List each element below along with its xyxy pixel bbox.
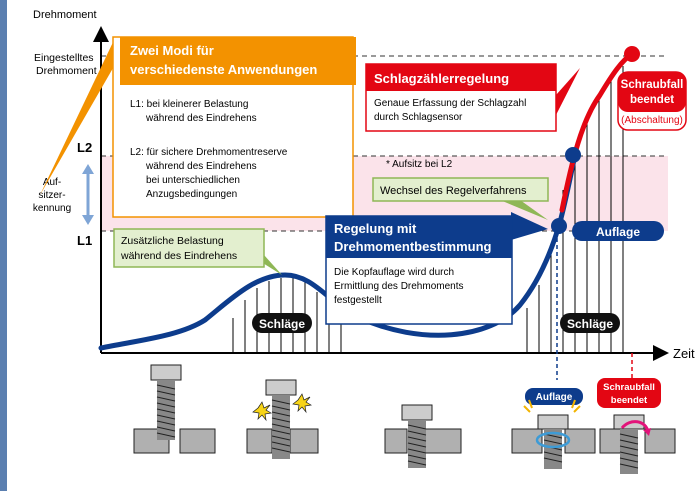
screw-illustration-3 [384, 404, 462, 468]
change-point [551, 218, 567, 234]
l1-label: L1 [77, 233, 92, 248]
svg-text:Zwei Modi für: Zwei Modi für [130, 43, 214, 58]
impacts-badge-2: Schläge [560, 313, 620, 333]
impacts-badge-1: Schläge [252, 313, 312, 333]
screw-illustration-5 [599, 414, 676, 474]
set-torque-label-2: Drehmoment [36, 65, 97, 77]
svg-text:Auflage: Auflage [536, 392, 573, 403]
svg-text:Auflage: Auflage [596, 225, 640, 239]
impact-spark-icon [252, 401, 272, 422]
svg-text:Die Kopfauflage wird durch: Die Kopfauflage wird durch [334, 267, 454, 278]
svg-text:während des Eindrehens: während des Eindrehens [145, 161, 257, 172]
extra-load-box: Zusätzliche Belastung während des Eindre… [113, 228, 282, 275]
final-point [624, 46, 640, 62]
modes-pointer [40, 38, 128, 195]
y-axis-title: Drehmoment [33, 9, 97, 21]
bottom-seating-badge: Auflage [525, 388, 583, 405]
side-accent-bar [0, 0, 7, 491]
x-axis-title: Zeit [673, 346, 695, 361]
svg-text:(Abschaltung): (Abschaltung) [621, 115, 683, 126]
bottom-finished-badge: Schraubfall beendet [597, 378, 661, 408]
svg-text:Wechsel des Regelverfahrens: Wechsel des Regelverfahrens [380, 185, 527, 197]
torque-curve-red [559, 51, 635, 213]
svg-text:festgestellt: festgestellt [334, 295, 382, 306]
svg-text:durch Schlagsensor: durch Schlagsensor [374, 112, 463, 123]
seat-detection-label-2: sitzer- [38, 190, 65, 201]
svg-text:Anzugsbedingungen: Anzugsbedingungen [146, 189, 237, 200]
screw-illustration-2 [246, 379, 319, 459]
rotation-arrow-icon [535, 431, 571, 449]
svg-text:L1: bei kleinerer Belastung: L1: bei kleinerer Belastung [130, 99, 248, 110]
svg-text:verschiedenste Anwendungen: verschiedenste Anwendungen [130, 62, 317, 77]
screw-illustration-1 [133, 364, 216, 454]
svg-text:Schläge: Schläge [259, 317, 305, 331]
seat-detection-label-1: Auf- [43, 177, 61, 188]
svg-text:Ermittlung des Drehmoments: Ermittlung des Drehmoments [334, 281, 464, 292]
svg-text:während des Eindrehens: während des Eindrehens [145, 113, 257, 124]
screwing-finished-bubble: Schraubfall beendet (Abschaltung) [617, 71, 687, 131]
svg-text:Schraubfall: Schraubfall [603, 382, 655, 393]
seat-note: * Aufsitz bei L2 [386, 159, 453, 170]
svg-text:Schläge: Schläge [567, 317, 613, 331]
impact-count-box: Schlagzählerregelung Genaue Erfassung de… [365, 63, 580, 132]
svg-text:beendet: beendet [630, 94, 674, 106]
svg-text:während des Eindrehens: während des Eindrehens [120, 250, 237, 262]
svg-text:Schlagzählerregelung: Schlagzählerregelung [374, 71, 509, 86]
svg-text:Genaue Erfassung der Schlagzah: Genaue Erfassung der Schlagzahl [374, 98, 526, 109]
seat-detection-label-3: kennung [33, 203, 71, 214]
svg-text:Zusätzliche Belastung: Zusätzliche Belastung [121, 235, 224, 247]
modes-box: Zwei Modi für verschiedenste Anwendungen… [112, 36, 356, 218]
svg-text:beendet: beendet [611, 395, 648, 406]
screw-illustration-4 [511, 399, 596, 469]
torque-determination-box: Regelung mit Drehmomentbestimmung Die Ko… [325, 212, 548, 325]
svg-text:Schraubfall: Schraubfall [621, 79, 684, 91]
svg-text:Regelung mit: Regelung mit [334, 221, 417, 236]
l2-point [565, 147, 581, 163]
l2-label: L2 [77, 140, 92, 155]
set-torque-label-1: Eingestelltes [34, 52, 94, 64]
svg-text:L2: für sichere Drehmomentrese: L2: für sichere Drehmomentreserve [130, 147, 288, 158]
seating-badge: Auflage [572, 221, 664, 241]
change-method-box: Wechsel des Regelverfahrens [372, 177, 549, 220]
svg-text:Drehmomentbestimmung: Drehmomentbestimmung [334, 239, 492, 254]
svg-text:bei unterschiedlichen: bei unterschiedlichen [146, 175, 240, 186]
